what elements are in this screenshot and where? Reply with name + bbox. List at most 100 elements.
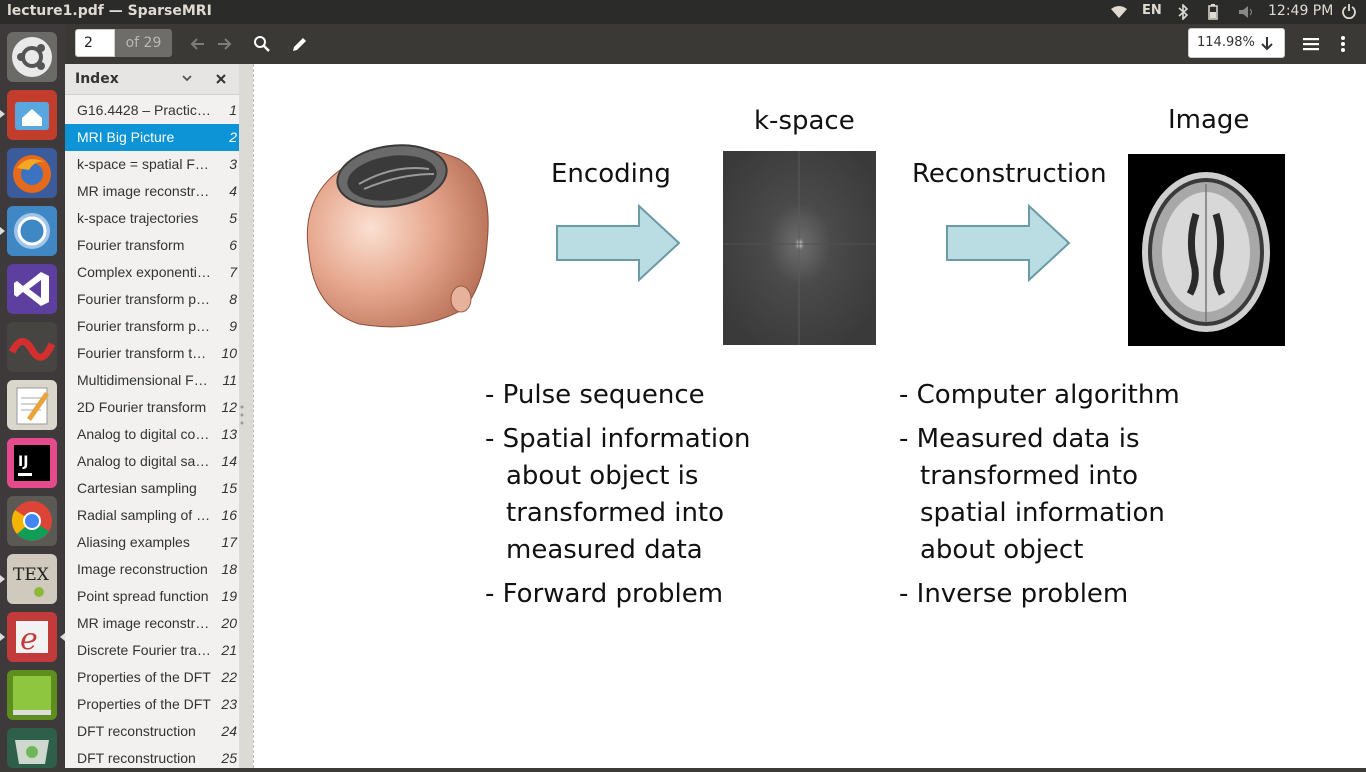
index-item-page: 7 [229, 264, 237, 280]
trash-icon[interactable] [7, 728, 57, 768]
focused-indicator [60, 633, 65, 641]
left-bullet-spatial-info: - Spatial information [485, 424, 751, 454]
index-item-page: 8 [229, 291, 237, 307]
index-item-label: Fourier transform pairs [77, 291, 212, 307]
clock[interactable]: 12:49 PM [1268, 3, 1334, 19]
zoom-select[interactable]: 114.98% [1188, 28, 1285, 58]
index-item[interactable]: Fourier transform theorems10 [65, 340, 239, 367]
running-indicator [0, 110, 5, 118]
grapher-icon[interactable] [7, 322, 57, 372]
index-item[interactable]: Multidimensional Fourier11 [65, 367, 239, 394]
encoding-label: Encoding [551, 159, 671, 189]
top-panel: lecture1.pdf — SparseMRI EN 12:49 PM [0, 0, 1366, 24]
index-item-page: 1 [229, 102, 237, 118]
close-icon[interactable] [215, 73, 227, 85]
keyboard-indicator[interactable]: EN [1142, 3, 1162, 18]
running-indicator [0, 633, 5, 641]
texmaker-icon[interactable]: TEX [7, 554, 57, 604]
more-options-icon[interactable] [1333, 34, 1353, 54]
chevron-down-icon[interactable] [181, 74, 193, 84]
right-bullet-computer-algorithm: - Computer algorithm [899, 380, 1180, 410]
files-icon[interactable] [7, 90, 57, 140]
zoom-value: 114.98% [1197, 35, 1255, 50]
evince-icon[interactable]: e [7, 612, 57, 662]
index-item[interactable]: MR image reconstruction20 [65, 610, 239, 637]
index-item-label: Radial sampling of k-space [77, 507, 212, 523]
encoding-arrow [556, 204, 681, 283]
window-title: lecture1.pdf — SparseMRI [7, 3, 212, 19]
chevron-down-icon [1261, 37, 1273, 51]
index-item-label: Image reconstruction [77, 561, 208, 577]
left-bullet-line: about object is [506, 461, 699, 491]
index-item[interactable]: Fourier transform pairs 8 [65, 286, 239, 313]
index-item[interactable]: Fourier transform properties9 [65, 313, 239, 340]
hamburger-menu-icon[interactable] [1301, 34, 1321, 54]
index-item[interactable]: Analog to digital sampling14 [65, 448, 239, 475]
index-item-page: 18 [221, 561, 237, 577]
annotate-pencil-icon[interactable] [290, 34, 310, 54]
index-item-page: 12 [221, 399, 237, 415]
index-item[interactable]: Properties of the DFT 22 [65, 664, 239, 691]
vscode-icon[interactable] [7, 264, 57, 314]
next-page-icon[interactable] [214, 34, 234, 54]
right-bullet-line: transformed into [920, 461, 1139, 491]
running-indicator [0, 575, 5, 583]
right-bullet-inverse-problem: - Inverse problem [899, 579, 1129, 609]
index-item[interactable]: MR image reconstruction4 [65, 178, 239, 205]
search-icon[interactable] [252, 34, 272, 54]
ubuntu-dash-icon[interactable] [7, 32, 57, 82]
firefox-icon[interactable] [7, 148, 57, 198]
index-item[interactable]: Image reconstruction 18 [65, 556, 239, 583]
index-item[interactable]: G16.4428 – Practical MRI1 [65, 97, 239, 124]
index-item-page: 2 [229, 129, 237, 145]
right-bullet-line: spatial information [920, 498, 1165, 528]
index-item-page: 22 [221, 669, 237, 685]
bluetooth-icon[interactable] [1177, 4, 1189, 20]
wifi-icon[interactable] [1111, 5, 1127, 19]
index-item-label: Properties of the DFT [77, 669, 211, 685]
index-item-label: Point spread function [77, 588, 209, 604]
volume-icon[interactable] [1238, 5, 1256, 19]
intellij-icon[interactable]: IJ [7, 438, 57, 488]
battery-icon[interactable] [1208, 4, 1218, 20]
index-item-label: Fourier transform theorems [77, 345, 212, 361]
mri-brain-image [1128, 154, 1285, 346]
image-label: Image [1168, 105, 1250, 135]
sidebar-resize-handle[interactable] [239, 64, 253, 768]
index-item-label: DFT reconstruction [77, 723, 196, 739]
left-bullet-line: measured data [506, 535, 703, 565]
previous-page-icon[interactable] [188, 34, 208, 54]
index-item[interactable]: Radial sampling of k-space 16 [65, 502, 239, 529]
index-item-label: Fourier transform properties [77, 318, 212, 334]
chrome-icon[interactable] [7, 496, 57, 546]
index-item-page: 16 [221, 507, 237, 523]
index-item-label: Cartesian sampling [77, 480, 197, 496]
power-icon[interactable] [1342, 4, 1356, 19]
page-number-input[interactable]: 2 [75, 29, 115, 57]
text-editor-icon[interactable] [7, 380, 57, 430]
terminal-icon[interactable] [7, 670, 57, 720]
index-item[interactable]: Discrete Fourier transform21 [65, 637, 239, 664]
index-item-page: 20 [221, 615, 237, 631]
reconstruction-label: Reconstruction [912, 159, 1107, 189]
index-item-label: Analog to digital sampling [77, 453, 212, 469]
chromium-icon[interactable] [7, 206, 57, 256]
index-item[interactable]: Analog to digital conversion13 [65, 421, 239, 448]
svg-text:IJ: IJ [18, 454, 28, 470]
running-indicator [0, 227, 5, 235]
svg-text:e: e [20, 622, 38, 657]
toolbar: 2 of 29 114.98% [65, 24, 1366, 64]
index-item-label: Fourier transform [77, 237, 185, 253]
index-item[interactable]: k-space = spatial Frequency3 [65, 151, 239, 178]
